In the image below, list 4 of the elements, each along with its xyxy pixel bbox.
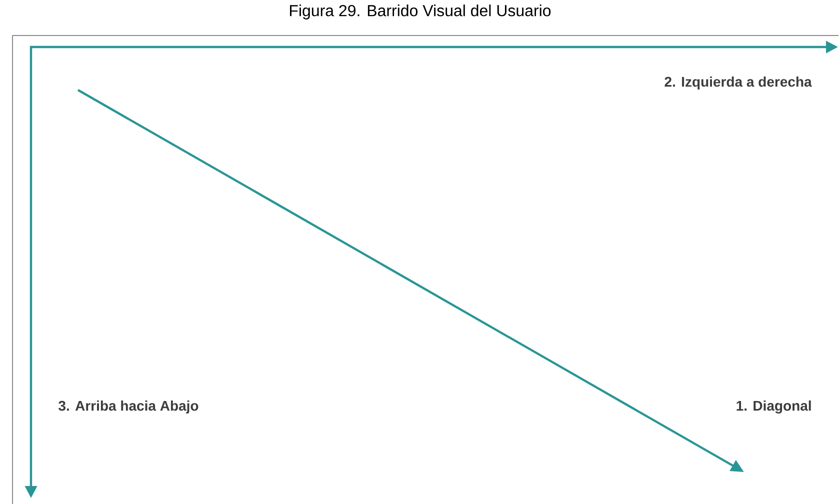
label: 3. Arriba hacia Abajo — [58, 400, 198, 414]
label: 2. Izquierda a derecha — [664, 76, 812, 90]
label: 1. Diagonal — [736, 400, 811, 414]
title: Figura 29. Barrido Visual del Usuario — [290, 4, 551, 20]
